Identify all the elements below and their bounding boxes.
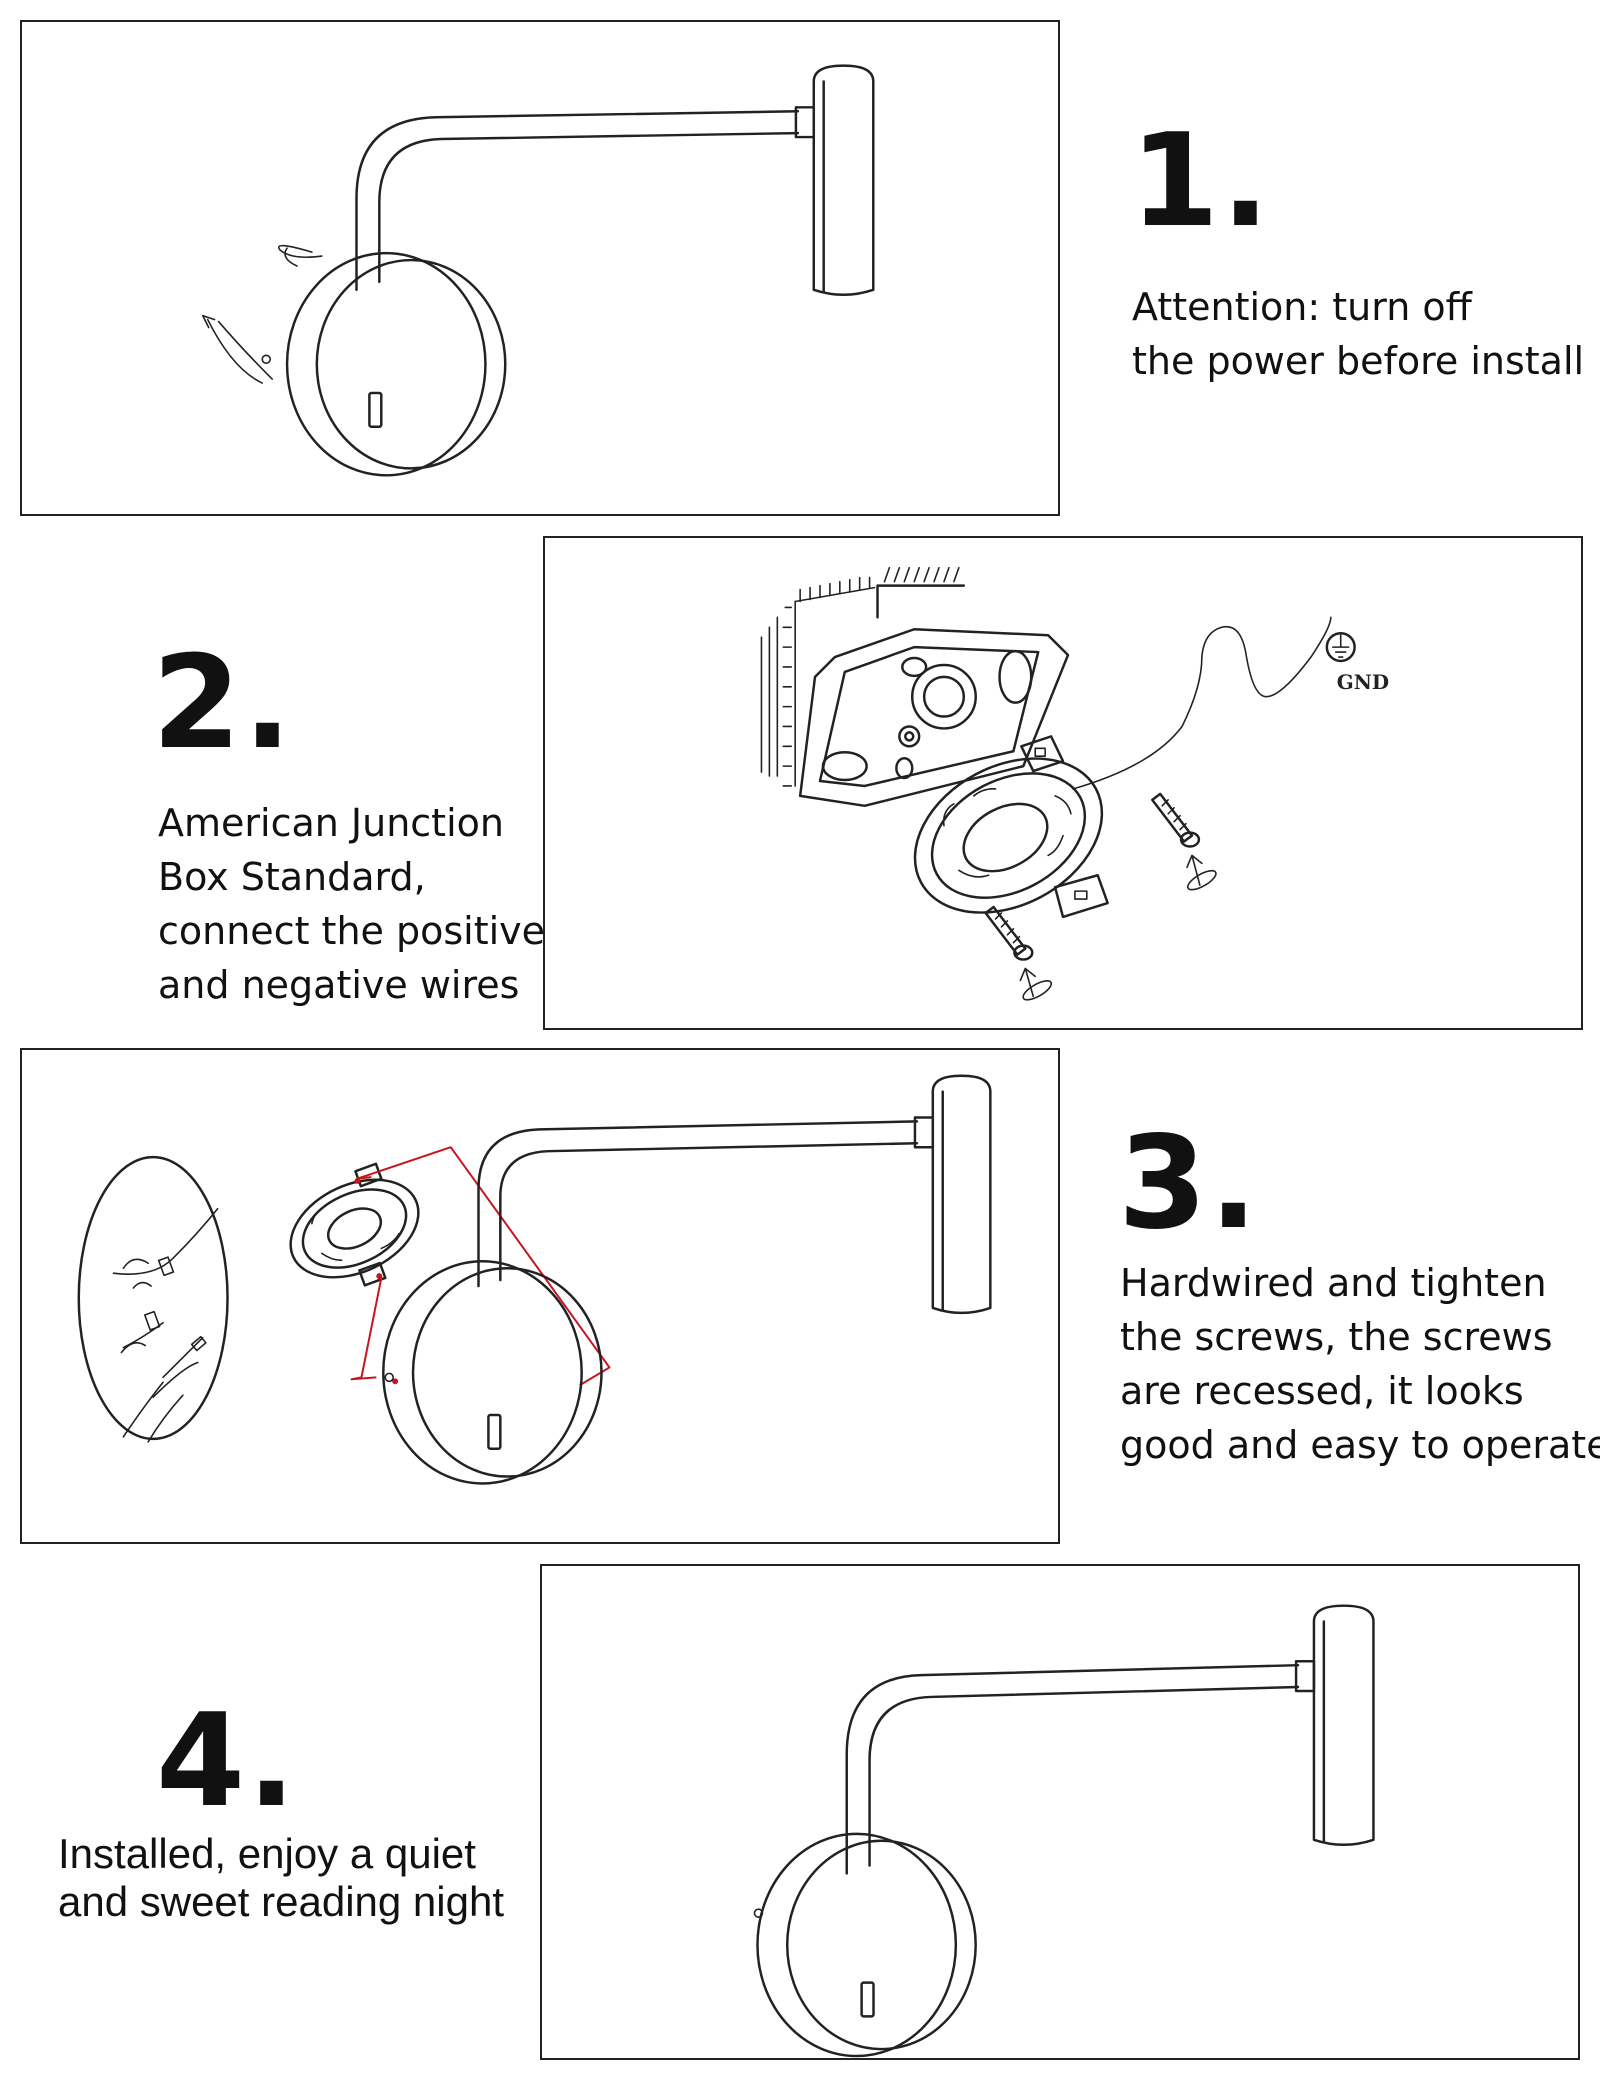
- step-1-description: Attention: turn off the power before ins…: [1132, 280, 1584, 388]
- step-1-number: 1.: [1130, 107, 1272, 256]
- wall-lamp-illustration: [77, 1074, 992, 1485]
- step-3-number: 3.: [1118, 1109, 1260, 1258]
- junction-box-illustration: GND: [760, 566, 1389, 1001]
- step-3-line-2: the screws, the screws: [1120, 1315, 1553, 1359]
- wall-lamp-illustration: [753, 1604, 1375, 2058]
- step-4-description: Installed, enjoy a quiet and sweet readi…: [58, 1830, 504, 1926]
- step-2-number: 2.: [152, 629, 294, 778]
- step-2-line-4: and negative wires: [158, 963, 520, 1007]
- step-4-number: 4.: [156, 1687, 298, 1836]
- gnd-label: GND: [1337, 670, 1389, 694]
- step-4-line-1: Installed, enjoy a quiet: [58, 1830, 476, 1877]
- step-4-line-2: and sweet reading night: [58, 1878, 504, 1925]
- step-3-line-3: are recessed, it looks: [1120, 1369, 1524, 1413]
- step-1-line-1: Attention: turn off: [1132, 285, 1472, 329]
- step-2-line-3: connect the positive: [158, 909, 546, 953]
- step-1-illustration-panel: [20, 20, 1060, 516]
- step-3-line-4: good and easy to operate: [1120, 1423, 1600, 1467]
- step-3-description: Hardwired and tighten the screws, the sc…: [1120, 1256, 1600, 1472]
- screw-icon: [984, 905, 1034, 961]
- step-2-illustration-panel: GND: [543, 536, 1583, 1030]
- wire-connection-inset: [77, 1155, 229, 1443]
- step-2-description: American Junction Box Standard, connect …: [158, 796, 545, 1012]
- step-3-illustration-panel: [20, 1048, 1060, 1544]
- rotate-arrow-icon: [1019, 967, 1053, 1001]
- step-2-line-1: American Junction: [158, 801, 504, 845]
- step-4-illustration-panel: [540, 1564, 1580, 2060]
- step-2-line-2: Box Standard,: [158, 855, 426, 899]
- step-3-line-1: Hardwired and tighten: [1120, 1261, 1547, 1305]
- screw-icon: [1151, 792, 1201, 848]
- ground-symbol-icon: [1325, 631, 1356, 663]
- rotate-arrow-icon: [1186, 854, 1217, 891]
- wall-lamp-illustration: [201, 64, 875, 477]
- wall-hatching: [760, 566, 966, 787]
- step-1-line-2: the power before install: [1132, 339, 1585, 383]
